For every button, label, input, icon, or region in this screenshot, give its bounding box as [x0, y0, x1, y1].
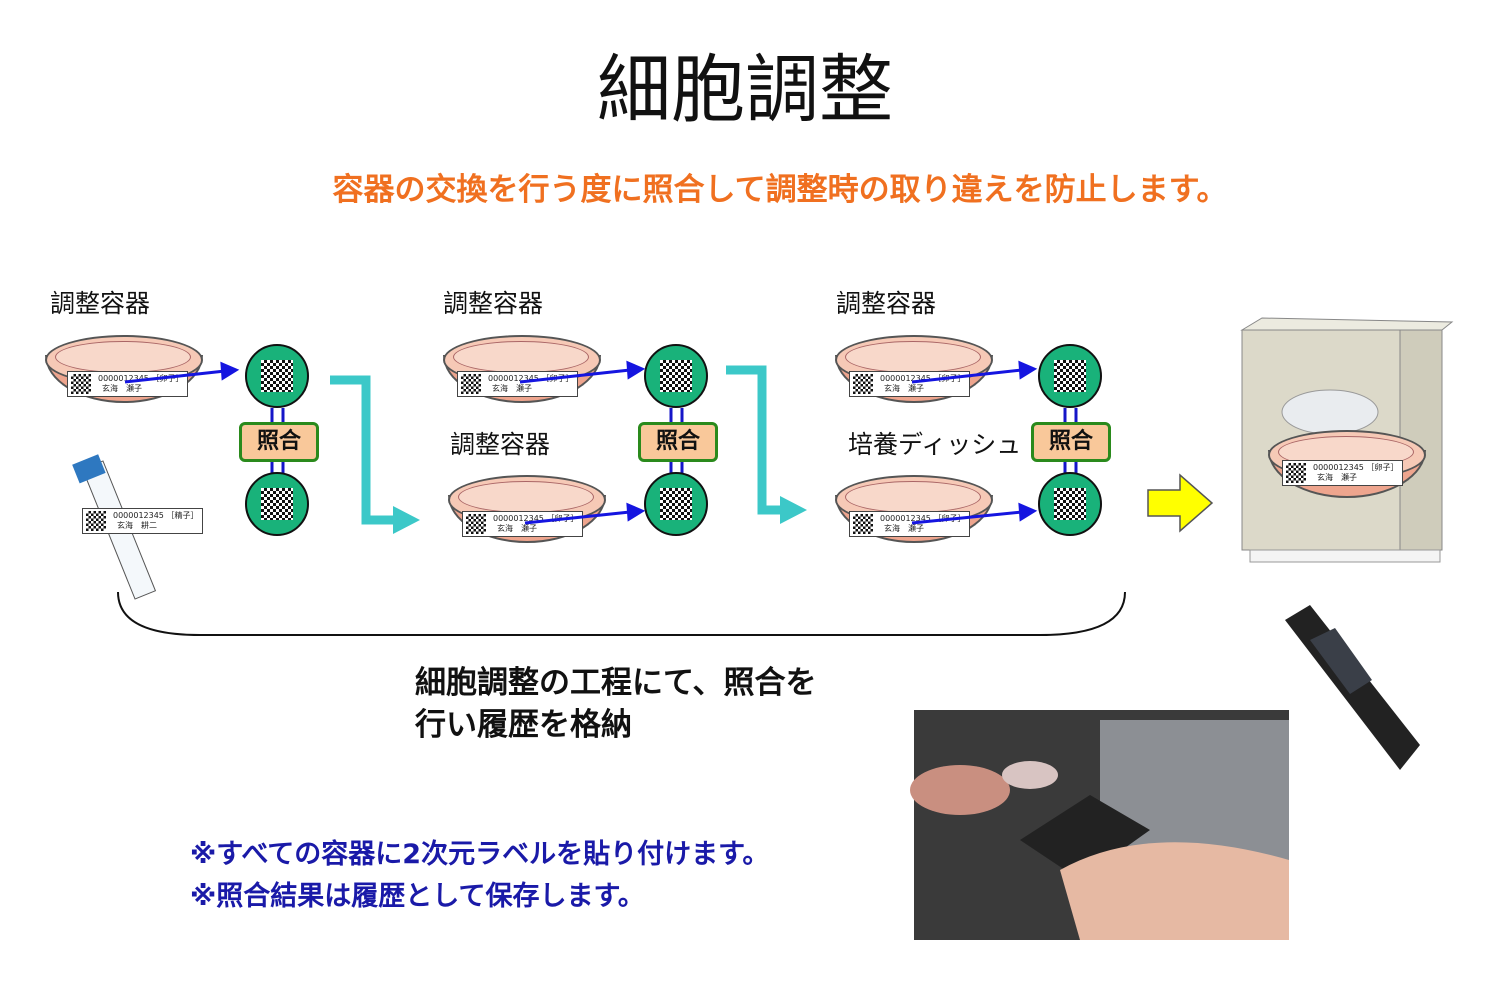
note-1: ※すべての容器に2次元ラベルを貼り付けます。 [190, 839, 770, 870]
dish-1: 0000012345 ［卵子］玄海 瀬子 [45, 335, 203, 405]
2d-code-icon [1038, 344, 1102, 408]
caption-container-3: 調整容器 [836, 289, 937, 318]
flow-arrow-2-head [780, 496, 807, 524]
match-box-3: 照合 [1031, 422, 1111, 462]
caption-container-2: 調整容器 [443, 289, 544, 318]
dish-label: 0000012345 ［卵子］玄海 瀬子 [849, 511, 971, 537]
2d-code-icon [245, 472, 309, 536]
2d-code-icon [644, 344, 708, 408]
qr-code-icon [853, 514, 873, 534]
dish-3: 0000012345 ［卵子］玄海 瀬子 [835, 335, 993, 405]
qr-code-icon [466, 514, 486, 534]
dish-label: 0000012345 ［卵子］玄海 瀬子 [1282, 460, 1404, 486]
2d-code-icon [245, 344, 309, 408]
scanning-photo [910, 710, 1289, 940]
dish-label: 0000012345 ［卵子］玄海 瀬子 [67, 371, 189, 397]
match-box-1: 照合 [239, 422, 319, 462]
caption-culture-dish: 培養ディッシュ [848, 430, 1022, 459]
qr-code-icon [461, 374, 481, 394]
incubator-dish: 0000012345 ［卵子］玄海 瀬子 [1268, 430, 1426, 500]
process-caption: 細胞調整の工程にて、照合を 行い履歴を格納 [415, 665, 817, 743]
page-title: 細胞調整 [597, 47, 893, 133]
arrow-to-incubator [1147, 473, 1214, 533]
match-box-2: 照合 [638, 422, 718, 462]
qr-code-icon [71, 374, 91, 394]
dish-label: 0000012345 ［卵子］玄海 瀬子 [457, 371, 579, 397]
tube-label: 0000012345 ［精子］玄海 耕二 [82, 508, 204, 534]
handheld-scanner [1285, 605, 1420, 770]
culture-dish: 0000012345 ［卵子］玄海 瀬子 [835, 475, 993, 545]
process-brace [117, 591, 1126, 636]
dish-label: 0000012345 ［卵子］玄海 瀬子 [462, 511, 584, 537]
qr-code-icon [853, 374, 873, 394]
2d-code-icon [644, 472, 708, 536]
flow-arrow-1 [330, 375, 395, 525]
dish-2: 0000012345 ［卵子］玄海 瀬子 [443, 335, 601, 405]
qr-code-icon [86, 511, 106, 531]
dish-label: 0000012345 ［卵子］玄海 瀬子 [849, 371, 971, 397]
subtitle: 容器の交換を行う度に照合して調整時の取り違えを防止します。 [332, 172, 1228, 208]
qr-code-icon [1286, 463, 1306, 483]
dish-2b: 0000012345 ［卵子］玄海 瀬子 [448, 475, 606, 545]
caption-container-2b: 調整容器 [450, 430, 551, 459]
note-2: ※照合結果は履歴として保存します。 [190, 881, 645, 912]
caption-container-1: 調整容器 [50, 289, 151, 318]
2d-code-icon [1038, 472, 1102, 536]
flow-arrow-1-head [393, 506, 420, 534]
flow-arrow-2 [726, 365, 782, 515]
